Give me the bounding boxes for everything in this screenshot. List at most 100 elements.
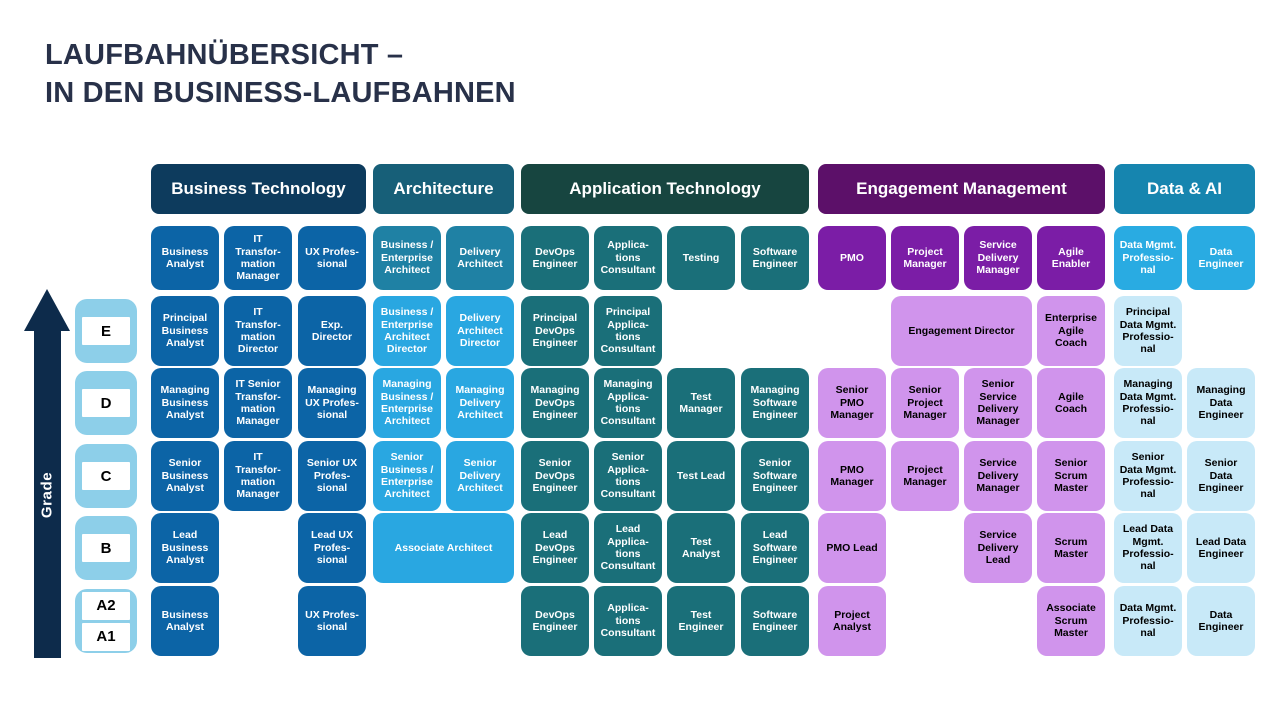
career-cell: Senior DevOps Engineer [521,441,589,511]
career-cell: Lead Business Analyst [151,513,219,583]
career-cell: Senior Business / Enterprise Architect [373,441,441,511]
career-cell: Managing Applica- tions Consultant [594,368,662,438]
career-cell: Lead Data Mgmt. Professio- nal [1114,513,1182,583]
role-cell: PMO [818,226,886,290]
role-cell: Service Delivery Manager [964,226,1032,290]
career-cell: Senior Data Engineer [1187,441,1255,511]
career-cell: Senior Data Mgmt. Professio- nal [1114,441,1182,511]
career-cell: Test Lead [667,441,735,511]
grade-label: A1 [82,622,130,651]
career-cell: Lead UX Profes- sional [298,513,366,583]
role-cell: Business Analyst [151,226,219,290]
career-cell: Associate Architect [373,513,514,583]
career-cell: Senior Business Analyst [151,441,219,511]
grade-label: D [82,389,130,417]
career-cell: Test Manager [667,368,735,438]
career-cell: Managing Data Engineer [1187,368,1255,438]
role-cell: Business / Enterprise Architect [373,226,441,290]
career-cell: PMO Lead [818,513,886,583]
arrow-up-icon [24,289,70,331]
career-cell: Managing Delivery Architect [446,368,514,438]
role-cell: Data Engineer [1187,226,1255,290]
career-cell: Exp. Director [298,296,366,366]
grade-axis: Grade [24,289,70,658]
career-cell: IT Transfor- mation Manager [224,441,292,511]
career-cell: IT Senior Transfor- mation Manager [224,368,292,438]
career-cell: Associate Scrum Master [1037,586,1105,656]
career-cell: Lead DevOps Engineer [521,513,589,583]
role-cell: Testing [667,226,735,290]
grade-badge: C [75,444,137,508]
career-cell: Principal DevOps Engineer [521,296,589,366]
track-header: Architecture [373,164,514,214]
grade-axis-label: Grade [38,471,56,518]
career-cell: Principal Business Analyst [151,296,219,366]
career-cell: Project Analyst [818,586,886,656]
career-cell: Senior Scrum Master [1037,441,1105,511]
grade-label: C [82,462,130,490]
career-cell: Business Analyst [151,586,219,656]
career-cell: Delivery Architect Director [446,296,514,366]
track-header: Data & AI [1114,164,1255,214]
career-cell: Enterprise Agile Coach [1037,296,1105,366]
career-cell: Principal Applica- tions Consultant [594,296,662,366]
role-cell: IT Transfor- mation Manager [224,226,292,290]
career-cell: Principal Data Mgmt. Professio- nal [1114,296,1182,366]
role-cell: Agile Enabler [1037,226,1105,290]
career-cell: Managing Business / Enterprise Architect [373,368,441,438]
career-cell: Senior Applica- tions Consultant [594,441,662,511]
track-header: Engagement Management [818,164,1105,214]
career-cell: Service Delivery Manager [964,441,1032,511]
page-title: LAUFBAHNÜBERSICHT – IN DEN BUSINESS-LAUF… [45,36,516,113]
grade-label: B [82,534,130,562]
role-cell: Project Manager [891,226,959,290]
career-cell: Senior PMO Manager [818,368,886,438]
grade-label: E [82,317,130,345]
page-title-line2: IN DEN BUSINESS-LAUFBAHNEN [45,77,516,110]
career-cell: Applica- tions Consultant [594,586,662,656]
career-cell: Business / Enterprise Architect Director [373,296,441,366]
grade-label: A2 [82,591,130,620]
career-cell: Senior Software Engineer [741,441,809,511]
career-cell: Data Mgmt. Professio- nal [1114,586,1182,656]
career-cell: Project Manager [891,441,959,511]
career-cell: Managing DevOps Engineer [521,368,589,438]
career-cell: IT Transfor- mation Director [224,296,292,366]
role-cell: UX Profes- sional [298,226,366,290]
grade-badge: E [75,299,137,363]
role-cell: Delivery Architect [446,226,514,290]
career-cell: Data Engineer [1187,586,1255,656]
role-cell: Software Engineer [741,226,809,290]
grade-badge: D [75,371,137,435]
page-title-line1: LAUFBAHNÜBERSICHT – [45,39,404,71]
career-cell: Test Analyst [667,513,735,583]
career-cell: Service Delivery Lead [964,513,1032,583]
career-cell: PMO Manager [818,441,886,511]
career-cell: DevOps Engineer [521,586,589,656]
role-cell: DevOps Engineer [521,226,589,290]
career-cell: Managing UX Profes- sional [298,368,366,438]
career-cell: Senior Project Manager [891,368,959,438]
career-cell: Lead Applica- tions Consultant [594,513,662,583]
role-cell: Data Mgmt. Professio- nal [1114,226,1182,290]
career-cell: Test Engineer [667,586,735,656]
role-cell: Applica- tions Consultant [594,226,662,290]
career-cell: Senior UX Profes- sional [298,441,366,511]
track-header: Business Technology [151,164,366,214]
career-cell: Managing Business Analyst [151,368,219,438]
career-cell: Senior Service Delivery Manager [964,368,1032,438]
career-cell: Engagement Director [891,296,1032,366]
career-cell: Lead Data Engineer [1187,513,1255,583]
career-cell: Senior Delivery Architect [446,441,514,511]
career-cell: Lead Software Engineer [741,513,809,583]
career-cell: Software Engineer [741,586,809,656]
track-header: Application Technology [521,164,809,214]
career-cell: Agile Coach [1037,368,1105,438]
grade-axis-shaft: Grade [33,331,61,658]
career-cell: Scrum Master [1037,513,1105,583]
career-cell: Managing Software Engineer [741,368,809,438]
career-cell: UX Profes- sional [298,586,366,656]
grade-badge: B [75,516,137,580]
